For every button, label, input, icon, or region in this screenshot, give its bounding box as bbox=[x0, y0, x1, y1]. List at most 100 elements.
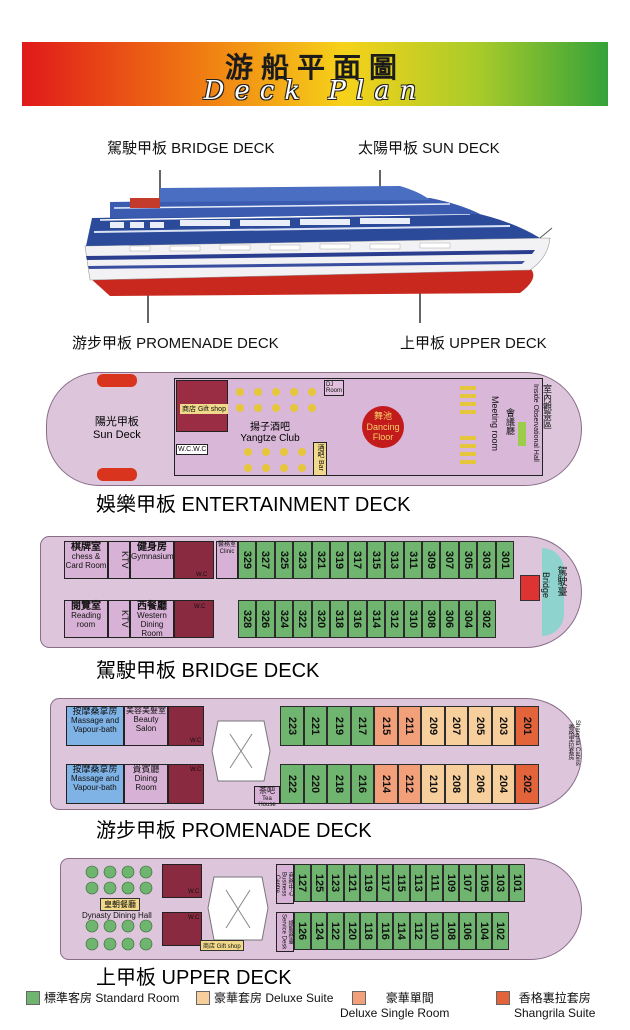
cabin-315: 315 bbox=[366, 541, 386, 579]
cabin-number: 125 bbox=[312, 873, 325, 893]
vip-dining-label-zh: 貴賓廳 bbox=[132, 764, 160, 774]
massage-bottom-label-zh: 按摩桑拿房 bbox=[72, 764, 118, 774]
bridge-wc-top: W.C bbox=[196, 572, 208, 578]
front-desk-label-zh: 總服務臺 bbox=[287, 920, 293, 944]
cabin-number: 326 bbox=[259, 609, 272, 629]
legend-label-en: Shangrila Suite bbox=[514, 1006, 596, 1020]
cabin-number: 311 bbox=[406, 551, 419, 569]
cabin-number: 307 bbox=[443, 550, 456, 570]
cabin-number: 320 bbox=[314, 609, 327, 629]
cabin-223: 223 bbox=[280, 706, 304, 746]
bridge-wheelhouse bbox=[542, 548, 564, 636]
upper-wc-block-bottom bbox=[162, 912, 202, 946]
cabin-202: 202 bbox=[515, 764, 539, 804]
cabin-number: 112 bbox=[411, 922, 424, 940]
clinic: 醫務室 Clinic bbox=[216, 541, 238, 579]
cabin-327: 327 bbox=[256, 541, 275, 579]
cabin-308: 308 bbox=[422, 600, 441, 638]
cabin-311: 311 bbox=[403, 541, 422, 579]
cabin-number: 116 bbox=[378, 922, 391, 940]
cabin-number: 110 bbox=[428, 922, 441, 940]
front-desk: 總服務臺 Service Desk bbox=[276, 912, 294, 952]
cabin-number: 215 bbox=[379, 716, 392, 736]
bridge-label-zh: 駕駛臺 bbox=[555, 566, 566, 596]
observation-hall-zh: 室內觀景區 bbox=[542, 384, 552, 429]
cabin-number: 222 bbox=[285, 774, 298, 794]
cabin-number: 208 bbox=[450, 774, 463, 794]
cabin-number: 322 bbox=[296, 609, 309, 629]
cabin-number: 114 bbox=[395, 922, 408, 940]
cabin-123: 123 bbox=[327, 864, 344, 902]
cabin-number: 321 bbox=[314, 550, 327, 570]
cabin-107: 107 bbox=[459, 864, 476, 902]
cabin-number: 220 bbox=[309, 774, 322, 794]
cabin-number: 124 bbox=[312, 921, 325, 941]
cabin-number: 315 bbox=[369, 550, 382, 570]
cabin-301: 301 bbox=[495, 541, 514, 579]
legend-label-en: Deluxe Suite bbox=[265, 991, 334, 1005]
club-tables-top bbox=[232, 384, 322, 414]
cabin-221: 221 bbox=[303, 706, 327, 746]
cabin-number: 317 bbox=[351, 550, 364, 570]
cabin-312: 312 bbox=[385, 600, 404, 638]
cabin-number: 304 bbox=[461, 609, 474, 629]
yangtze-club-label-zh: 揚子酒吧 bbox=[250, 422, 290, 433]
cabin-218: 218 bbox=[327, 764, 351, 804]
cabin-number: 203 bbox=[497, 716, 510, 736]
cabin-314: 314 bbox=[366, 600, 386, 638]
business-centre-label-zh: 商務中心 bbox=[287, 872, 293, 896]
legend-label-zh: 豪華單間 bbox=[385, 991, 434, 1005]
cabin-112: 112 bbox=[409, 912, 426, 950]
cabin-217: 217 bbox=[350, 706, 374, 746]
cabin-116: 116 bbox=[376, 912, 393, 950]
legend-label: 標準客房 Standard Room bbox=[44, 989, 179, 1006]
cabin-211: 211 bbox=[397, 706, 421, 746]
cabin-number: 117 bbox=[378, 874, 391, 892]
lifeboat-bottom bbox=[97, 468, 137, 481]
tea-house: 茶吧 Tea House bbox=[254, 786, 280, 808]
reading-room: 閱覽室 Reading room bbox=[64, 600, 108, 638]
chess-room-label-en: chess & Card Room bbox=[65, 552, 107, 570]
cabin-number: 118 bbox=[362, 922, 375, 940]
entertainment-indoor-area bbox=[174, 378, 543, 476]
meeting-table bbox=[518, 422, 526, 446]
promenade-wc-bottom: W.C bbox=[190, 767, 202, 773]
cabin-number: 102 bbox=[494, 921, 507, 941]
gym-label-en: Gymnasium bbox=[131, 552, 174, 561]
callout-sun-deck: 太陽甲板 SUN DECK bbox=[358, 140, 500, 157]
cabin-117: 117 bbox=[376, 864, 393, 902]
upper-gift-shop: 商店 Gift shop bbox=[200, 940, 244, 951]
cabin-309: 309 bbox=[422, 541, 441, 579]
cabin-number: 327 bbox=[259, 550, 272, 570]
cabin-number: 113 bbox=[411, 874, 424, 892]
cabin-number: 101 bbox=[510, 873, 523, 893]
upper-atrium bbox=[207, 876, 269, 941]
cabin-number: 301 bbox=[498, 550, 511, 570]
cabin-number: 305 bbox=[461, 550, 474, 570]
promenade-atrium bbox=[211, 720, 271, 782]
promenade-wc-block-bottom bbox=[168, 764, 204, 804]
massage-room-bottom: 按摩桑拿房 Massage and Vapour-bath bbox=[66, 764, 124, 804]
cabin-326: 326 bbox=[256, 600, 275, 638]
ent-wc: W.C.W.C bbox=[176, 444, 209, 455]
cabin-number: 207 bbox=[450, 716, 463, 736]
western-dining-room: 西餐廳 Western Dining Room bbox=[130, 600, 174, 638]
meeting-chairs bbox=[458, 384, 478, 474]
cabin-number: 120 bbox=[345, 921, 358, 941]
upper-deck-title: 上甲板 UPPER DECK bbox=[96, 967, 292, 989]
cabin-number: 223 bbox=[285, 716, 298, 736]
dancing-floor-label-en: Dancing Floor bbox=[366, 421, 400, 443]
cabin-number: 303 bbox=[480, 550, 493, 570]
cabin-122: 122 bbox=[327, 912, 344, 950]
bridge-deck-title: 駕駛甲板 BRIDGE DECK bbox=[96, 660, 320, 682]
legend-label-en: Deluxe Single Room bbox=[340, 1006, 450, 1020]
massage-top-label-en: Massage and Vapour-bath bbox=[70, 715, 120, 734]
shangrila-label-en: Shangrila Cabins bbox=[574, 720, 580, 766]
cabin-111: 111 bbox=[426, 864, 443, 902]
callout-promenade-deck: 游步甲板 PROMENADE DECK bbox=[72, 335, 279, 352]
cabin-number: 202 bbox=[520, 774, 533, 794]
title-banner: 游船平面圖 Deck Plan bbox=[22, 42, 608, 106]
business-centre: 商務中心 Business Centre bbox=[274, 864, 294, 904]
cabin-number: 107 bbox=[461, 873, 474, 893]
sun-deck-label-zh: 陽光甲板 bbox=[94, 416, 139, 428]
